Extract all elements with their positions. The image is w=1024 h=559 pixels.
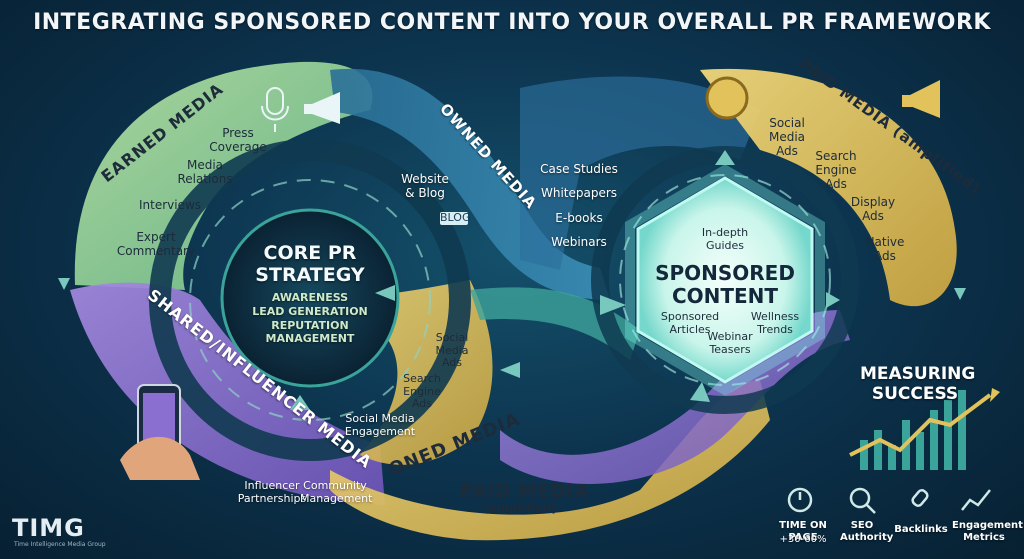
core-item-awareness: AWARENESS	[271, 291, 349, 304]
sponsored-item-webinar: Webinar Teasers	[707, 330, 753, 356]
owned-item-website: Website & Blog	[401, 172, 449, 200]
timg-tagline: Time Intelligence Media Group	[14, 541, 106, 548]
paid-top-social: Social Media Ads	[768, 116, 806, 158]
measuring-success-title: MEASURING SUCCESS	[860, 364, 976, 404]
owned-item-ebooks: E-books	[555, 211, 603, 225]
sponsored-hexagon	[636, 176, 814, 384]
sponsored-hexagon-glow	[625, 164, 825, 396]
sponsored-item-wellness: Wellness Trends	[750, 310, 800, 336]
page-title: INTEGRATING SPONSORED CONTENT INTO YOUR …	[33, 10, 991, 35]
owned-item-whitepapers: Whitepapers	[540, 186, 618, 200]
earned-item-press: Press Coverage	[209, 126, 267, 154]
megaphone-right-icon-art	[902, 80, 940, 118]
core-strategy-circle	[220, 208, 400, 388]
core-ring-dashes	[189, 179, 431, 421]
inner-paid-arc	[300, 280, 493, 465]
sponsored-ring-dashes	[619, 174, 831, 386]
metric-seo-authority: SEO Authority	[840, 520, 894, 543]
megaphone-icon-art	[304, 92, 340, 124]
inner-paid-social: Social Media Ads	[435, 331, 469, 370]
shared-item-community: Community Management	[300, 479, 373, 505]
metric-engagement: Engagement Metrics	[952, 520, 1023, 543]
paid-top-display: Display Ads	[850, 195, 896, 223]
shared-item-influencer: Influencer Partnerships	[237, 479, 307, 505]
paid-top-native: Native Ads	[865, 235, 905, 263]
metric-icons	[787, 487, 991, 514]
core-outer-ring	[149, 139, 471, 461]
metric-backlinks: Backlinks	[894, 524, 948, 535]
earned-item-relations: Media Relations	[177, 158, 233, 186]
inner-paid-engagement: Social Media Engagement	[344, 412, 416, 438]
paid-top-search: Search Engine Ads	[815, 149, 857, 191]
sponsored-item-guides: In-depth Guides	[701, 226, 749, 252]
paid-media-bottom-band	[330, 380, 770, 541]
timg-logo: TIMG	[12, 514, 85, 542]
core-strategy-title: CORE PR STRATEGY	[255, 242, 365, 286]
owned-item-case-studies: Case Studies	[540, 162, 618, 176]
dollar-coin-art	[705, 76, 749, 120]
earned-item-expert: Expert Commentary	[116, 230, 196, 258]
core-item-lead-generation: LEAD GENERATION	[252, 305, 368, 318]
earned-item-interviews: Interviews	[138, 198, 202, 212]
phone-art	[120, 384, 200, 480]
metric-time-on-page: TIME ON PAGE	[779, 520, 827, 543]
sponsored-item-articles: Sponsored Articles	[660, 310, 720, 336]
metric-time-increase: +30-60%	[779, 534, 827, 545]
owned-media-panel	[520, 76, 760, 271]
measuring-chart	[849, 388, 1000, 470]
flow-arrows	[58, 150, 966, 410]
paid-media-bottom-sub: (amplified)	[482, 501, 557, 515]
inner-paid-search: Search Engine Ads	[403, 372, 441, 411]
paid-media-top-arc	[700, 68, 957, 307]
microphone-icon-art	[261, 87, 289, 132]
paid-media-bottom-label: PAID MEDIA	[460, 481, 590, 502]
core-item-reputation: REPUTATION MANAGEMENT	[265, 319, 355, 345]
blog-badge: BLOG	[440, 211, 471, 225]
sponsored-title: SPONSORED CONTENT	[655, 261, 795, 308]
owned-item-webinars: Webinars	[551, 235, 607, 249]
